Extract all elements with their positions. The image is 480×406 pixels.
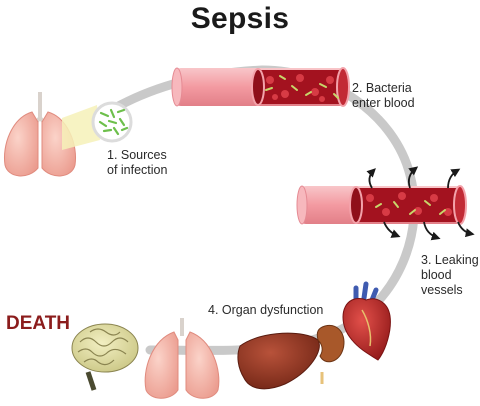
leaking-vessel-icon [296, 185, 467, 225]
heart-icon [342, 281, 391, 361]
page-title: Sepsis [190, 2, 290, 35]
blood-vessel-icon [171, 67, 350, 107]
death-label: DEATH [6, 313, 71, 334]
step-2-label: 2. Bacteria enter blood [352, 81, 415, 110]
arrow-icon [366, 166, 475, 241]
step-3-label: 3. Leaking blood vessels [421, 253, 479, 297]
lungs-icon-bottom [144, 318, 220, 399]
step-4-label: 4. Organ dysfunction [208, 303, 324, 317]
step-1-label: 1. Sources of infection [107, 148, 168, 177]
magnifier-cone [62, 105, 100, 150]
brain-icon [71, 323, 139, 391]
kidney-icon [316, 324, 345, 384]
lungs-icon [3, 92, 77, 177]
liver-icon [237, 332, 320, 390]
bacteria-magnified-icon [91, 101, 133, 143]
